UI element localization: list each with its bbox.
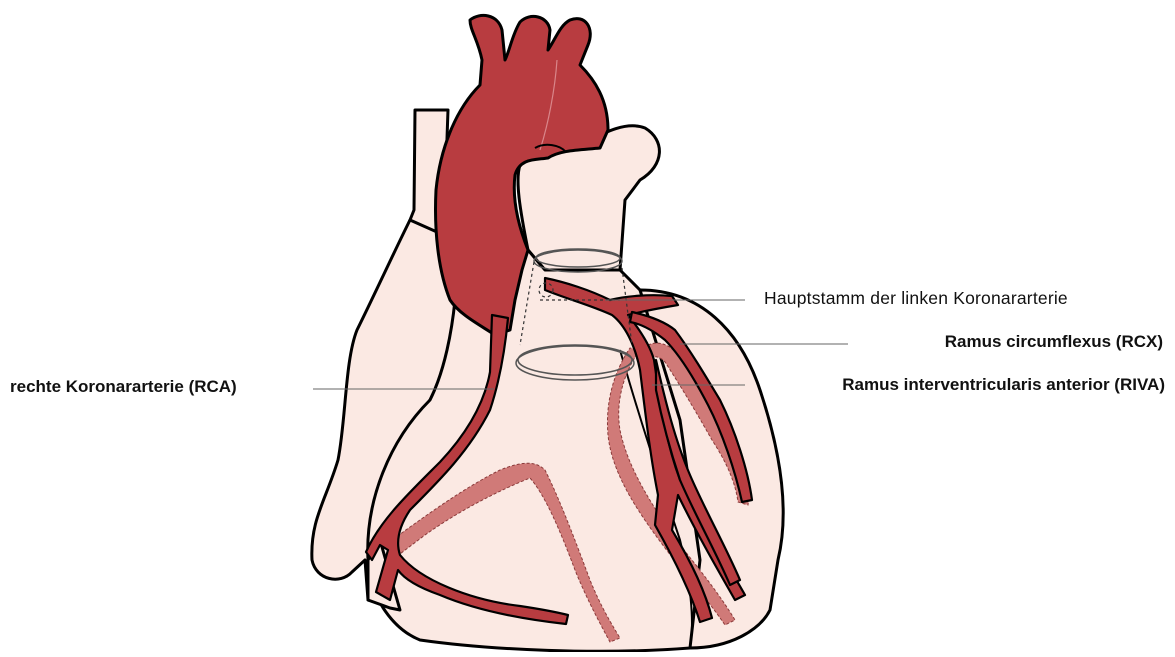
label-main-stem: Hauptstamm der linken Koronararterie — [764, 288, 1068, 308]
label-rca: rechte Koronararterie (RCA) — [10, 377, 237, 397]
label-riva: Ramus interventricularis anterior (RIVA) — [842, 375, 1165, 395]
label-rcx: Ramus circumflexus (RCX) — [945, 332, 1163, 352]
